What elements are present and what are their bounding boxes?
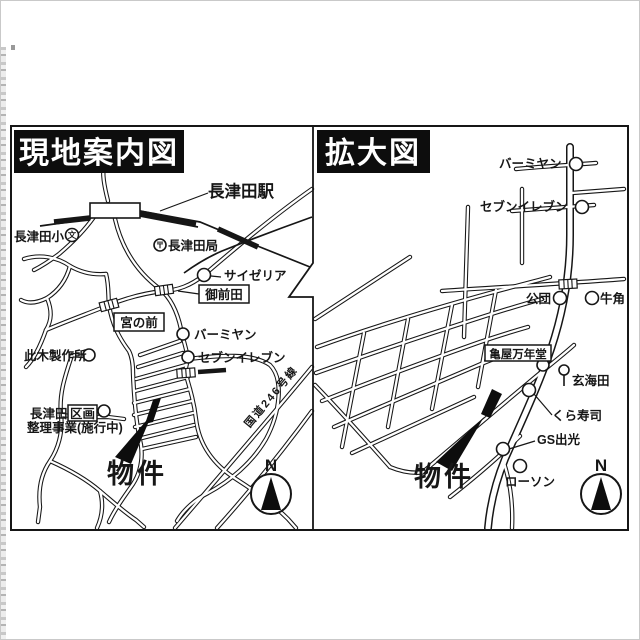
compass-north-label-right: N <box>595 456 607 475</box>
genkaida-label: 玄海田 <box>572 373 610 388</box>
konoki-label: 此木製作所 <box>24 348 87 363</box>
bamiyan-label-right: バーミヤン <box>499 157 562 171</box>
miyanomae-intersection-icon <box>98 297 120 313</box>
school-symbol: 文 <box>68 230 77 240</box>
railway <box>39 202 313 274</box>
compass-needle-left <box>261 477 281 510</box>
lawson-label: ローソン <box>505 475 555 489</box>
post-office-label: 長津田局 <box>168 238 218 253</box>
scan-edge-artifact <box>1 47 6 639</box>
property-label-left: 物件 <box>107 459 167 489</box>
compass-right: N <box>580 456 622 515</box>
station-building <box>89 202 141 219</box>
seven-eleven-label-left: セブンイレブン <box>198 350 286 365</box>
bamiyan-marker-right <box>568 156 584 172</box>
station-leader <box>159 192 209 212</box>
scan-speck <box>11 45 15 50</box>
compass-north-label-left: N <box>265 456 277 475</box>
property-lot-right <box>481 389 502 418</box>
gyukaku-marker <box>584 290 600 306</box>
gs-leader <box>508 440 536 450</box>
saizeriya-label: サイゼリア <box>224 268 287 283</box>
kodan-intersection-icon <box>558 278 578 290</box>
gozenda-label: 御前田 <box>204 287 243 302</box>
readjustment-marker <box>97 404 111 418</box>
compass-left: N <box>250 456 292 515</box>
seven-eleven-label-right: セブンイレブン <box>480 199 568 214</box>
readjustment-label-prefix: 長津田 <box>30 406 68 421</box>
kameya-label-box <box>484 344 552 362</box>
guide-map-title: 現地案内図 <box>19 136 179 170</box>
enlarged-map-title-box <box>317 130 430 173</box>
post-office-icon <box>153 238 167 252</box>
post-office-symbol: 〒 <box>156 240 165 250</box>
gs-marker <box>495 441 511 457</box>
enlarged-map-title: 拡大図 <box>325 137 421 170</box>
enlarged-map: バーミヤン セブンイレブン 公団 牛角 亀屋万年堂 玄海田 くら寿司 GS出光 … <box>312 143 627 529</box>
bus-stop-icon <box>558 364 570 386</box>
readjustment-label-line2: 整理事業(施行中) <box>27 420 123 435</box>
miyanomae-label: 宮の前 <box>120 315 158 330</box>
route-246-label: 国道246号線 <box>241 363 301 430</box>
kodan-label: 公団 <box>526 292 551 306</box>
kura-label: くら寿司 <box>552 408 602 423</box>
property-arrow-right <box>436 417 484 471</box>
property-label-right: 物件 <box>414 462 474 492</box>
gs-label: GS出光 <box>537 432 581 447</box>
map-frame: 文 〒 御前田 宮の前 長津田駅 長津田小 長津田局 サイゼリア バーミヤン セ… <box>10 125 629 531</box>
kura-marker <box>521 382 537 398</box>
kura-leader <box>533 393 553 416</box>
bamiyan-marker-left <box>176 327 190 341</box>
school-icon <box>64 227 80 243</box>
readjustment-label-boxed: 区画 <box>70 407 95 421</box>
property-arrow-left <box>115 414 152 464</box>
panel-divider <box>287 127 314 529</box>
road-stub <box>197 367 227 375</box>
guide-map: 文 〒 御前田 宮の前 長津田駅 長津田小 長津田局 サイゼリア バーミヤン セ… <box>14 152 315 529</box>
gyukaku-label: 牛角 <box>600 291 625 306</box>
miyanomae-label-box <box>113 312 165 332</box>
gozenda-intersection-icon <box>153 283 175 297</box>
school-label: 長津田小 <box>14 229 65 244</box>
compass-needle-right <box>591 477 611 510</box>
gozenda-label-box <box>198 284 250 304</box>
south-intersection-icon <box>176 367 196 379</box>
saizeriya-leader <box>210 275 222 278</box>
konoki-marker <box>82 348 96 362</box>
saizeriya-marker <box>196 267 212 283</box>
bamiyan-label-left: バーミヤン <box>194 328 257 342</box>
readjustment-boxed-outline <box>67 404 98 422</box>
gozenda-leader <box>177 290 200 295</box>
lawson-marker <box>512 458 528 474</box>
kameya-label: 亀屋万年堂 <box>489 347 547 361</box>
seven-eleven-marker-right <box>574 199 590 215</box>
kodan-marker <box>552 290 568 306</box>
map-svg: 文 〒 御前田 宮の前 長津田駅 長津田小 長津田局 サイゼリア バーミヤン セ… <box>14 127 627 529</box>
guide-map-title-box <box>14 130 184 173</box>
station-label: 長津田駅 <box>208 181 275 201</box>
seven-eleven-marker-left <box>181 350 195 364</box>
